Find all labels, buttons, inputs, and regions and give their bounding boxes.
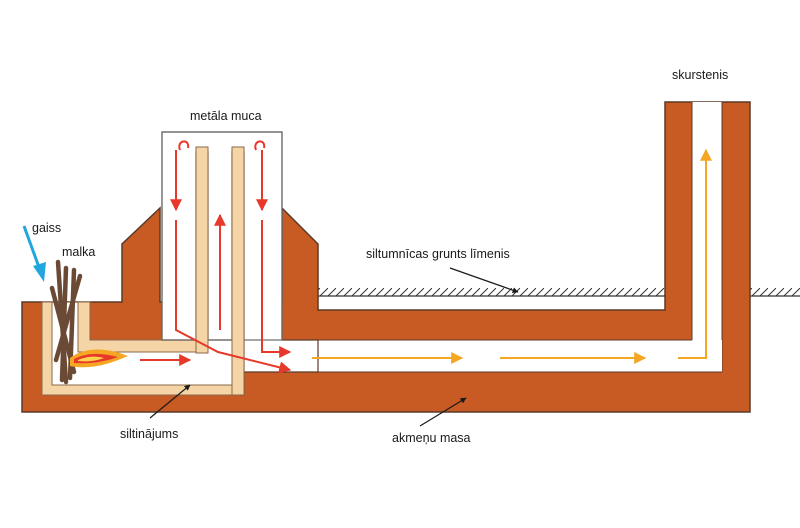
air-inflow-arrow	[22, 225, 46, 282]
label-insulation: siltinājums	[120, 427, 178, 441]
label-ground-level: siltumnīcas grunts līmenis	[366, 247, 510, 261]
label-air: gaiss	[32, 221, 61, 235]
label-firewood: malka	[62, 245, 95, 259]
label-metal-barrel: metāla muca	[190, 109, 262, 123]
flame-icon	[70, 349, 128, 368]
riser-wall-left	[195, 146, 209, 354]
label-stone-mass: akmeņu masa	[392, 431, 471, 445]
riser-wall-right	[231, 146, 245, 396]
hot-gas-flow	[140, 140, 292, 374]
barrel-outline	[161, 131, 283, 341]
warm-gas-flow	[312, 148, 712, 364]
label-chimney: skurstenis	[672, 68, 728, 82]
label-pointers	[149, 267, 519, 427]
